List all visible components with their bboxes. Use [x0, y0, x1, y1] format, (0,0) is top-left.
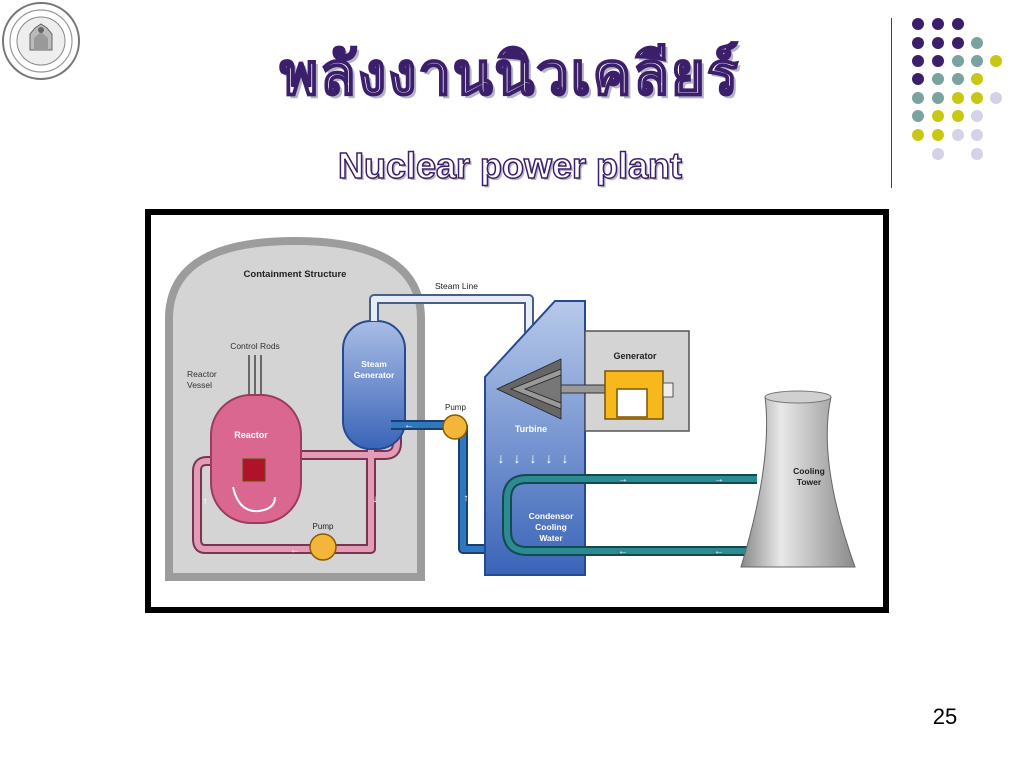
dot-row-5 [912, 92, 1002, 104]
svg-text:←: ← [618, 546, 628, 557]
svg-text:↑: ↑ [464, 493, 469, 504]
generator-label: Generator [613, 351, 657, 361]
svg-text:←: ← [404, 420, 414, 431]
institution-seal-logo [2, 2, 80, 80]
slide-number: 25 [932, 704, 958, 729]
slide-title-thai: พลังงานนิวเคลียร์ [279, 39, 741, 109]
svg-text:←: ← [290, 545, 300, 556]
condensor-label-line1: Condensor [529, 511, 575, 521]
turbine-label: Turbine [515, 424, 547, 434]
turbine-blades [496, 358, 562, 420]
decorative-dot-grid [912, 18, 1002, 160]
secondary-loop-pipe [391, 422, 489, 552]
svg-text:↓: ↓ [373, 494, 378, 505]
dot-row-6 [912, 110, 983, 122]
svg-text:↓: ↓ [546, 450, 553, 466]
cooling-tower-label-line1: Cooling [793, 466, 825, 476]
reactor-core [242, 458, 266, 482]
generator-window [616, 388, 648, 418]
svg-text:↓: ↓ [514, 450, 521, 466]
svg-text:→: → [714, 474, 724, 485]
primary-pump [309, 533, 337, 561]
dot-row-1 [912, 18, 964, 30]
steam-generator-label-line2: Generator [354, 370, 395, 380]
dot-row-7 [912, 129, 983, 141]
control-rods-label: Control Rods [230, 341, 280, 351]
turbine-shaft [560, 384, 606, 394]
steam-line-label: Steam Line [435, 281, 478, 291]
dot-row-3 [912, 55, 1002, 67]
slide-title-english: Nuclear power plant [337, 145, 683, 186]
svg-text:→: → [618, 474, 628, 485]
dot-row-8 [932, 148, 983, 160]
containment-structure-label: Containment Structure [244, 269, 347, 280]
reactor-vessel-label-line1: Reactor [187, 369, 217, 379]
svg-text:↓: ↓ [498, 450, 505, 466]
reactor-flow-arrow [232, 486, 276, 513]
condensor-label-line2: Cooling [535, 522, 567, 532]
cooling-tower-label-line2: Tower [797, 477, 822, 487]
decorative-divider [891, 18, 892, 188]
reactor-vessel-label-line2: Vessel [187, 380, 212, 390]
dot-row-4 [912, 73, 983, 85]
cooling-loop-pipe [504, 476, 757, 554]
nuclear-plant-diagram: Containment Structure Control Rods React… [145, 209, 889, 613]
cooling-tower-top [764, 390, 832, 404]
generator-end-cap [662, 382, 674, 398]
svg-text:↑: ↑ [203, 496, 208, 507]
svg-text:↓: ↓ [530, 450, 537, 466]
secondary-pump [442, 414, 468, 440]
svg-text:←: ← [714, 546, 724, 557]
secondary-pump-label: Pump [445, 403, 466, 412]
primary-pump-label: Pump [313, 522, 334, 531]
svg-text:↓: ↓ [562, 450, 569, 466]
flow-arrows: ↑ ↓ ← ← ↑ → → ← ← [203, 420, 725, 557]
reactor-label: Reactor [234, 430, 268, 440]
steam-generator-label-line1: Steam [361, 359, 387, 369]
steam-down-arrows: ↓ ↓ ↓ ↓ ↓ [498, 450, 569, 466]
dot-row-2 [912, 37, 983, 49]
condensor-label-line3: Water [539, 533, 563, 543]
